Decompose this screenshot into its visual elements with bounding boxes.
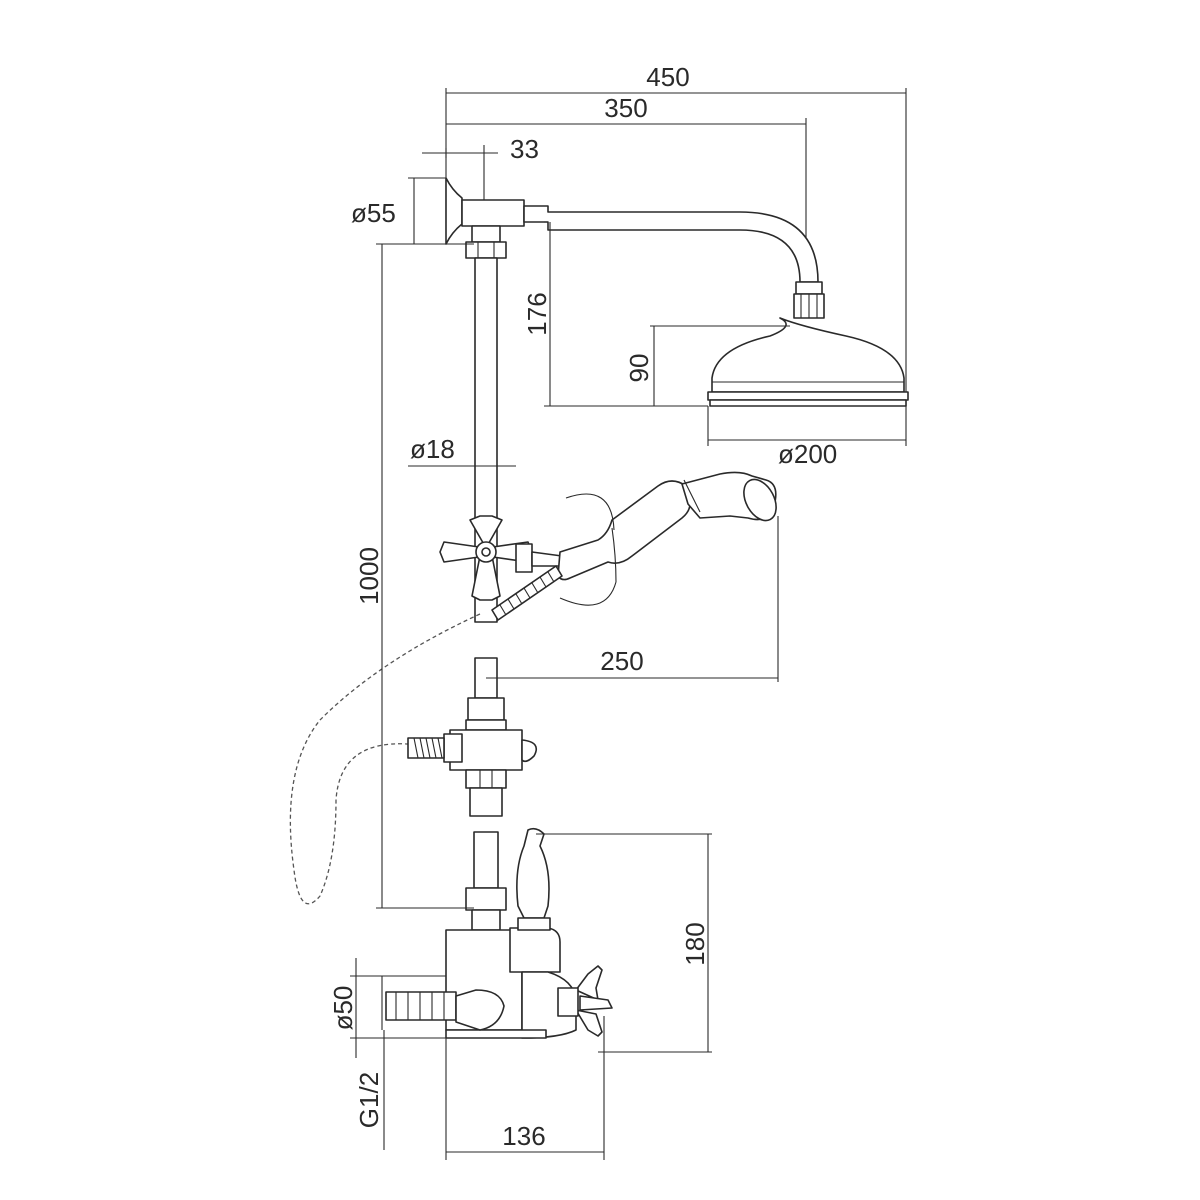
diverter-hose-connector bbox=[407, 737, 445, 759]
valve-height-label: 180 bbox=[680, 922, 710, 965]
arm-reach-label: 350 bbox=[604, 93, 647, 123]
hand-shower bbox=[557, 471, 777, 581]
head-height-label: 90 bbox=[624, 354, 654, 383]
dimension-riser-diameter: ø18 bbox=[408, 434, 516, 467]
shower-arm bbox=[523, 205, 825, 319]
inlet-diameter-label: ø50 bbox=[328, 986, 358, 1031]
wall-offset-label: 33 bbox=[510, 134, 539, 164]
dimension-inlet-diameter: ø50 bbox=[328, 958, 446, 1058]
dimension-flange-diameter: ø55 bbox=[351, 177, 446, 245]
dimension-overall-reach: 450 bbox=[445, 62, 907, 440]
head-drop-label: 176 bbox=[522, 292, 552, 335]
dimension-inlet-thread: G1/2 bbox=[354, 976, 385, 1150]
inlet-thread-label: G1/2 bbox=[354, 1072, 384, 1128]
wall-flange bbox=[445, 177, 525, 259]
flange-diameter-label: ø55 bbox=[351, 198, 396, 228]
dimension-handshower-reach: 250 bbox=[486, 516, 779, 682]
dimension-head-drop: 176 bbox=[522, 221, 708, 407]
head-diameter-label: ø200 bbox=[778, 439, 837, 469]
mixer-lever-handle bbox=[516, 827, 551, 931]
dimension-wall-offset: 33 bbox=[422, 134, 539, 230]
shower-head bbox=[707, 317, 909, 407]
inlet-connection bbox=[385, 989, 505, 1031]
dimension-head-height: 90 bbox=[624, 325, 790, 406]
dimension-head-diameter: ø200 bbox=[707, 406, 907, 469]
dimension-arm-reach: 350 bbox=[446, 93, 807, 290]
flow-control-cross-handle bbox=[557, 965, 613, 1037]
valve-projection-label: 136 bbox=[502, 1121, 545, 1151]
handshower-reach-label: 250 bbox=[600, 646, 643, 676]
riser-diameter-label: ø18 bbox=[410, 434, 455, 464]
dimension-valve-projection: 136 bbox=[445, 1016, 605, 1160]
shower-hose-ribbed bbox=[491, 565, 563, 621]
diverter-assembly bbox=[443, 697, 538, 817]
dimension-valve-height: 180 bbox=[536, 833, 712, 1053]
swivel-angle-arc bbox=[559, 493, 617, 606]
riser-length-label: 1000 bbox=[354, 547, 384, 605]
dimension-riser-length: 1000 bbox=[354, 243, 474, 909]
riser-lower bbox=[465, 831, 507, 931]
handshower-holder bbox=[439, 515, 563, 601]
overall-reach-label: 450 bbox=[646, 62, 689, 92]
